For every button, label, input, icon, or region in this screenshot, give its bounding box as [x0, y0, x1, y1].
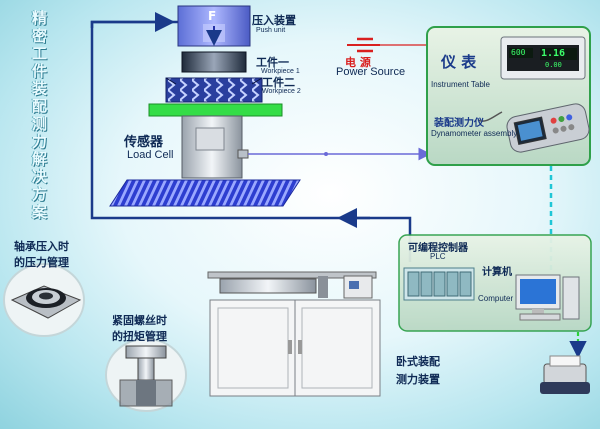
push-unit-label: 压入装置 [252, 14, 296, 27]
workpiece-2-label-en: Workpiece 2 [262, 88, 301, 95]
workpiece-2-label: 工件二 [262, 76, 295, 89]
workpiece-1-label: 工件一 [256, 56, 289, 69]
screw-caption-line2: 的扭矩管理 [112, 330, 167, 343]
horizontal-caption-line2: 测力装置 [396, 373, 440, 386]
display-readout: 1.16 [541, 48, 566, 59]
bearing-icon [10, 285, 82, 319]
horizontal-assembly-machine [207, 271, 381, 397]
bearing-caption-line2: 的压力管理 [14, 256, 69, 269]
bearing-caption-line1: 轴承压入时 [14, 240, 69, 253]
dynamometer-label: 装配测力仪 [434, 118, 484, 129]
push-unit-label-en: Push unit [256, 27, 286, 34]
platen [148, 103, 283, 117]
load-cell-label-en: Load Cell [127, 149, 174, 161]
workpiece-1-label-en: Workpiece 1 [261, 68, 300, 75]
plc-label: 可编程控制器 [408, 243, 468, 254]
screw-caption-line1: 紧固螺丝时 [112, 314, 167, 327]
feedback-arrow-top [90, 12, 175, 32]
display-readout-left: 600 [511, 48, 526, 57]
horizontal-caption-line1: 卧式装配 [396, 355, 440, 368]
screw-icon [119, 345, 173, 407]
power-source-label: 电 源 [345, 56, 371, 69]
feedback-arrow-bottom [182, 216, 412, 262]
dynamometer-label-en: Dynamometer assembly [431, 129, 518, 138]
base-plate [109, 179, 301, 207]
display-readout-sub: 0.00 [545, 61, 562, 69]
power-source-label-en: Power Source [336, 66, 406, 78]
workpiece-2 [165, 77, 263, 103]
workpiece-1 [181, 51, 247, 73]
plc-label-en: PLC [430, 252, 446, 261]
side-title: 精密工件装配测力解决方案 [30, 10, 48, 222]
instrument-table-label-en: Instrument Table [431, 80, 490, 89]
computer-label: 计算机 [482, 267, 512, 278]
push-letter: F [208, 9, 217, 23]
instrument-table-label: 仪 表 [441, 53, 477, 71]
plc-device [403, 267, 475, 301]
computer-label-en: Computer [478, 294, 514, 303]
load-cell-label: 传感器 [124, 135, 164, 150]
computer-device [515, 274, 580, 321]
dynamometer-device [506, 103, 590, 153]
printer-device [540, 355, 590, 394]
